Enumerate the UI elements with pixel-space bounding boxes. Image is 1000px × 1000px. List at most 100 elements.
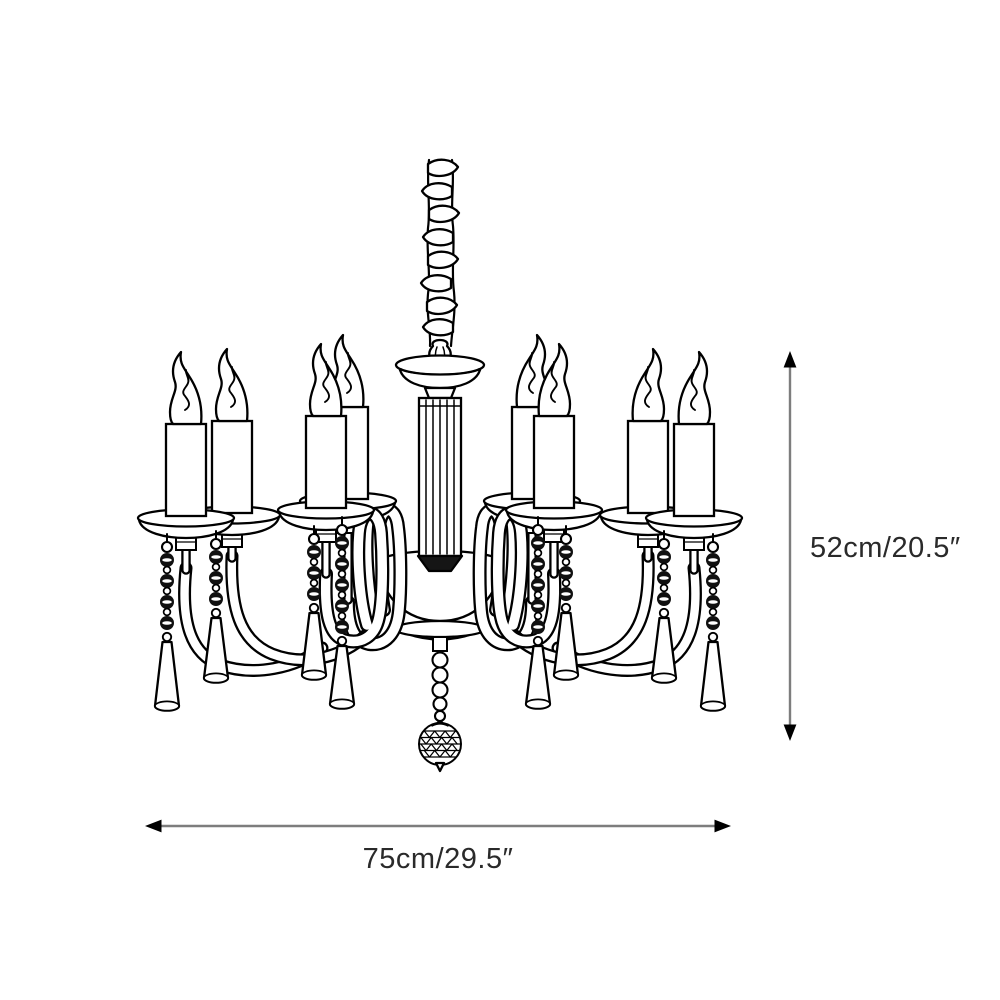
chain-link — [533, 590, 543, 600]
prism-drop-base — [203, 672, 229, 684]
bead-glint — [337, 625, 347, 629]
chain-ring — [658, 607, 670, 619]
chain-wrap — [419, 274, 453, 293]
bead-glint — [533, 625, 543, 629]
prism-drop-base — [553, 669, 579, 681]
bead-glint — [211, 555, 221, 559]
bead-glint — [337, 562, 347, 566]
bead-glint — [162, 600, 172, 604]
chain-wrap — [425, 296, 459, 316]
chain-link — [162, 586, 172, 596]
chain-link — [337, 611, 347, 621]
ball-facet-line — [431, 723, 449, 727]
bead-glint — [337, 604, 347, 608]
chain-link — [211, 583, 221, 593]
chain-link — [561, 578, 571, 588]
bead-glint — [659, 576, 669, 580]
candle-sleeve — [304, 414, 348, 510]
flame-filament — [644, 366, 652, 408]
chain-ring — [308, 602, 320, 614]
height-dimension-label: 52cm/20.5″ — [810, 532, 961, 564]
chain-ring — [532, 635, 544, 647]
chain-link — [533, 611, 543, 621]
bead-glint — [708, 579, 718, 583]
chain-ring — [160, 540, 174, 554]
chain-wrap — [421, 228, 455, 247]
prism-drop — [153, 640, 181, 712]
candle-sleeve — [164, 422, 208, 518]
chain-wrap — [421, 318, 455, 337]
prism-drop-base — [525, 698, 551, 710]
candle-sleeve — [532, 414, 576, 510]
stem-bead — [431, 681, 449, 699]
chain-link — [309, 557, 319, 567]
stem-bead — [431, 666, 449, 684]
chain-ring — [335, 523, 349, 537]
candle-sleeve — [210, 419, 254, 515]
ball-facet-zigzag — [423, 749, 457, 758]
chain-link — [659, 583, 669, 593]
chain-wrap — [426, 158, 460, 178]
prism-drop-base — [301, 669, 327, 681]
bead-glint — [309, 592, 319, 596]
bead-glint — [708, 558, 718, 562]
bead-glint — [659, 555, 669, 559]
ball-facet-zigzag — [420, 736, 458, 745]
chain-wrap — [427, 204, 461, 224]
chandelier-left-side — [136, 333, 408, 712]
chain-ring — [707, 631, 719, 643]
stem-bead — [433, 709, 447, 723]
chain-link — [533, 548, 543, 558]
arrow-right-icon — [714, 819, 731, 833]
bead-glint — [211, 576, 221, 580]
under-disc — [393, 619, 487, 639]
chain-link — [659, 562, 669, 572]
chandelier-right-side — [472, 333, 744, 712]
chain-link — [337, 548, 347, 558]
ball-facet-zigzag — [423, 730, 457, 739]
chain-link — [211, 562, 221, 572]
stem-collar — [432, 636, 448, 652]
chain-ring — [336, 635, 348, 647]
chandelier-drawing — [136, 158, 744, 773]
chain-link — [708, 586, 718, 596]
bead-glint — [533, 583, 543, 587]
flame-filament — [528, 352, 536, 394]
width-dimension-label: 75cm/29.5″ — [363, 843, 514, 875]
chain-ring — [210, 607, 222, 619]
height-dimension: 52cm/20.5″ — [783, 351, 961, 741]
arrow-up-icon — [783, 351, 797, 368]
prism-drop-base — [329, 698, 355, 710]
stem-bead — [432, 696, 448, 712]
candle-sleeve — [672, 422, 716, 518]
bead-glint — [337, 583, 347, 587]
chain-link — [708, 565, 718, 575]
bead-glint — [162, 621, 172, 625]
prism-drop-base — [154, 700, 180, 712]
flame-filament — [228, 366, 236, 408]
chain-ring — [209, 537, 223, 551]
bead-glint — [162, 558, 172, 562]
chain-wrap — [426, 250, 460, 270]
chain-link — [162, 607, 172, 617]
canopy-rim-inner — [400, 368, 480, 376]
bead-glint — [659, 597, 669, 601]
chain-link — [708, 607, 718, 617]
bead-glint — [309, 550, 319, 554]
bead-glint — [211, 597, 221, 601]
ball-facet-zigzag — [420, 743, 458, 752]
bead-glint — [533, 562, 543, 566]
chain-link — [561, 557, 571, 567]
bead-glint — [337, 541, 347, 545]
flame-filament — [550, 361, 558, 403]
chain-ring — [657, 537, 671, 551]
stem-bead — [431, 651, 449, 669]
bead-glint — [708, 600, 718, 604]
candle-sleeve — [626, 419, 670, 515]
chain-ring — [560, 602, 572, 614]
chain-link — [309, 578, 319, 588]
prism-drop — [699, 640, 727, 712]
chain-ring — [706, 540, 720, 554]
bead-glint — [162, 579, 172, 583]
